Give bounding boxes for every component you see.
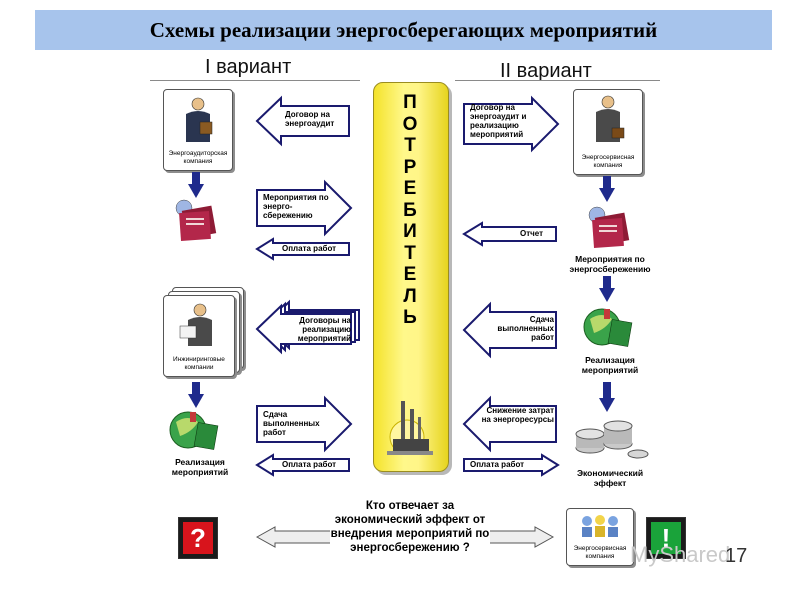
pillar-letter: П bbox=[403, 92, 417, 113]
arrow-label: Оплата работ bbox=[470, 460, 525, 469]
implementation-globe-icon bbox=[583, 308, 633, 347]
variant-1-heading: I вариант bbox=[205, 56, 292, 78]
watermark: MyShared bbox=[630, 542, 731, 567]
arrow-payment-2 bbox=[255, 453, 350, 477]
arrow-measures bbox=[256, 179, 353, 237]
pillar-letter: Б bbox=[403, 199, 417, 221]
variant-2-heading: II вариант bbox=[500, 60, 592, 82]
arrow-label: Оплата работ bbox=[282, 244, 337, 253]
engineering-companies-card: Инжиниринговые компании bbox=[163, 295, 235, 377]
factory-icon bbox=[387, 401, 433, 455]
down-arrow bbox=[599, 276, 615, 302]
pillar-letter: И bbox=[403, 221, 417, 242]
arrow-cost-reduction bbox=[462, 395, 557, 453]
arrow-payment-right bbox=[463, 453, 560, 477]
arrow-label: Договор на энергоаудит bbox=[285, 110, 335, 128]
pillar-letter: Р bbox=[403, 156, 417, 178]
arrow-label: Сдача выполненных работ bbox=[263, 410, 320, 437]
arrow-label: Оплата работ bbox=[282, 460, 337, 469]
down-arrow bbox=[599, 382, 615, 412]
title-bar: Схемы реализации энергосберегающих мероп… bbox=[35, 10, 772, 50]
card-label: Энергосервисная компания bbox=[573, 545, 627, 560]
arrow-delivery bbox=[256, 395, 353, 453]
arrow-delivery-right bbox=[462, 301, 557, 359]
card-label: Энергоаудиторская компания bbox=[168, 150, 228, 165]
businessman-briefcase-icon bbox=[596, 95, 625, 142]
pillar-letter: О bbox=[402, 113, 418, 135]
consumer-pillar bbox=[373, 82, 449, 472]
implementation-caption: Реализация мероприятий bbox=[581, 355, 639, 375]
arrow-contract-audit bbox=[255, 95, 350, 147]
question-mark: ? bbox=[183, 522, 213, 554]
pillar-letter: Е bbox=[403, 178, 417, 199]
implementation-caption: Реализация мероприятий bbox=[171, 457, 229, 477]
arrow-contracts-impl bbox=[255, 299, 360, 355]
worker-with-papers-icon bbox=[179, 303, 212, 346]
arrow-label: Договоры на реализацию мероприятий bbox=[297, 316, 351, 343]
consumer-word: П О Т Р Е Б И Т Е Л Ь bbox=[373, 92, 447, 329]
pillar-letter: Т bbox=[404, 242, 416, 264]
energy-service-company-card-bottom: Энергосервисная компания bbox=[566, 508, 634, 566]
documents-icon bbox=[175, 199, 217, 242]
coins-icon bbox=[575, 420, 649, 459]
arrow-contract-audit-impl bbox=[463, 95, 560, 153]
responsibility-question: Кто отвечает за экономический эффект от … bbox=[330, 499, 490, 555]
variant-2-underline bbox=[455, 80, 660, 81]
arrow-report bbox=[462, 221, 557, 247]
arrow-label: Снижение затрат на энергоресурсы bbox=[481, 406, 554, 424]
arrow-label: Сдача выполненных работ bbox=[497, 315, 554, 342]
implementation-globe-icon bbox=[169, 411, 219, 450]
businessman-icon bbox=[186, 97, 213, 142]
pillar-letter: Е bbox=[403, 264, 417, 285]
pillar-letter: Л bbox=[403, 285, 417, 307]
page-title: Схемы реализации энергосберегающих мероп… bbox=[149, 17, 658, 42]
pillar-letter: Ь bbox=[403, 307, 417, 328]
exclamation-mark: ! bbox=[651, 522, 681, 554]
measures-caption: Мероприятия по энергосбережению bbox=[569, 254, 651, 274]
card-label: Энергосервисная компания bbox=[581, 154, 635, 169]
card-label: Инжиниринговые компании bbox=[173, 356, 225, 371]
economic-effect-caption: Экономический эффект bbox=[576, 468, 644, 488]
variant-1-underline bbox=[150, 80, 360, 81]
arrow-label: Договор на энергоаудит и реализацию меро… bbox=[470, 103, 527, 139]
down-arrow bbox=[188, 382, 204, 408]
arrow-label: Мероприятия по энерго-сбережению bbox=[263, 193, 329, 220]
page-number: 17 bbox=[725, 545, 748, 567]
arrow-payment-1 bbox=[255, 237, 350, 261]
question-sign: ? bbox=[178, 517, 218, 559]
exclamation-sign: ! bbox=[646, 517, 686, 559]
down-arrow bbox=[599, 176, 615, 202]
energy-audit-company-card: Энергоаудиторская компания bbox=[163, 89, 233, 171]
energy-service-company-card: Энергосервисная компания bbox=[573, 89, 643, 175]
down-arrow bbox=[188, 172, 204, 198]
arrow-label: Отчет bbox=[520, 229, 544, 238]
people-group-icon bbox=[582, 515, 618, 537]
pillar-letter: Т bbox=[404, 135, 416, 156]
documents-icon bbox=[588, 206, 630, 249]
